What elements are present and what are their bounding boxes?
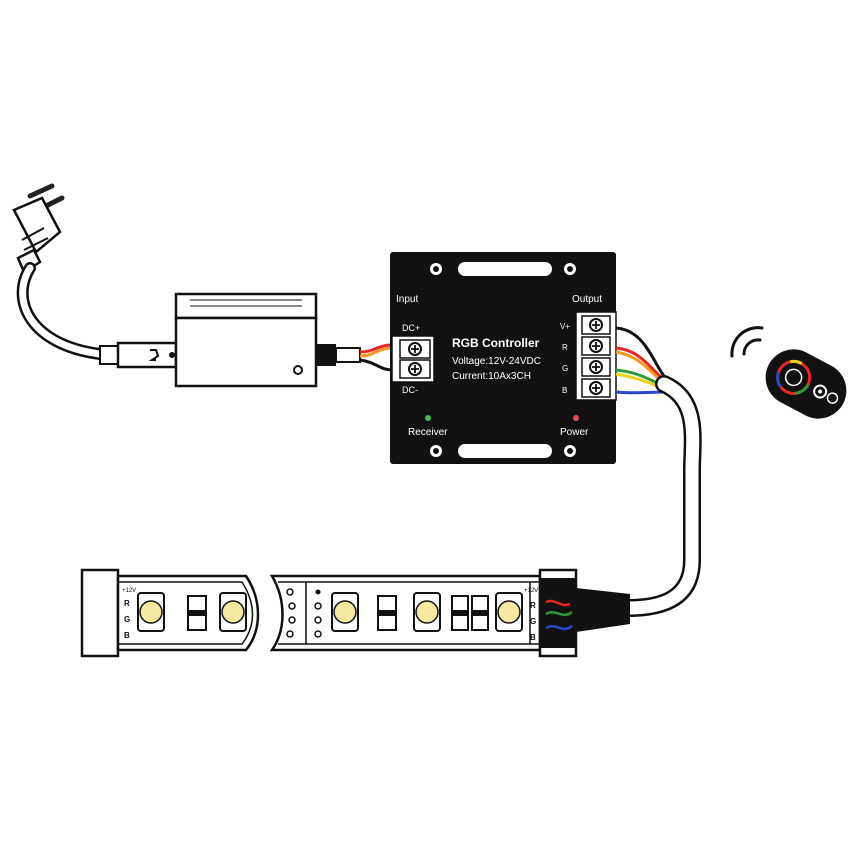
dc-minus-label: DC- — [402, 385, 418, 395]
input-wires — [359, 343, 393, 372]
signal-waves-icon — [730, 326, 764, 358]
output-v-label: V+ — [560, 322, 570, 331]
power-adapter-icon — [99, 292, 361, 388]
power-label: Power — [560, 427, 589, 438]
output-label: Output — [572, 294, 602, 305]
resistor — [451, 595, 469, 631]
strip-right-g-label: G — [530, 617, 536, 626]
terminal-screw-icon — [399, 359, 431, 379]
rgb-controller: Input Output DC+ DC- RGB Controller Volt… — [390, 252, 617, 464]
strip-right-12v-label: +12V — [524, 588, 538, 594]
terminal-screw-icon — [581, 336, 611, 356]
power-led — [573, 415, 579, 421]
terminal-screw-icon — [581, 378, 611, 398]
terminal-screw-icon — [399, 339, 431, 359]
remote-control-icon — [765, 349, 847, 419]
current-spec: Current:10Ax3CH — [452, 371, 531, 382]
led-chip — [495, 592, 523, 632]
led-chip — [137, 592, 165, 632]
output-cable — [619, 375, 702, 617]
strip-left-g-label: G — [124, 615, 130, 624]
resistor — [377, 595, 397, 631]
input-label: Input — [396, 294, 418, 305]
strip-left-b-label: B — [124, 631, 130, 640]
led-chip — [413, 592, 441, 632]
receiver-label: Receiver — [408, 427, 448, 438]
led-chip — [219, 592, 247, 632]
led-strip: +12V R G B +12V R G B — [80, 568, 630, 658]
strip-right-b-label: B — [530, 633, 536, 642]
led-chip — [331, 592, 359, 632]
strip-right-r-label: R — [530, 601, 536, 610]
voltage-spec: Voltage:12V-24VDC — [452, 356, 541, 367]
controller-title: RGB Controller — [452, 336, 540, 350]
terminal-screw-icon — [581, 357, 611, 377]
output-r-label: R — [562, 343, 568, 352]
terminal-screw-icon — [581, 315, 611, 335]
receiver-led — [425, 415, 431, 421]
resistor — [471, 595, 489, 631]
plug-icon — [12, 183, 65, 274]
output-b-label: B — [562, 386, 567, 395]
dc-plus-label: DC+ — [402, 323, 420, 333]
solder-pads — [286, 588, 322, 638]
resistor — [187, 595, 207, 631]
output-g-label: G — [562, 364, 568, 373]
strip-left-12v-label: +12V — [122, 588, 136, 594]
strip-left-r-label: R — [124, 599, 130, 608]
